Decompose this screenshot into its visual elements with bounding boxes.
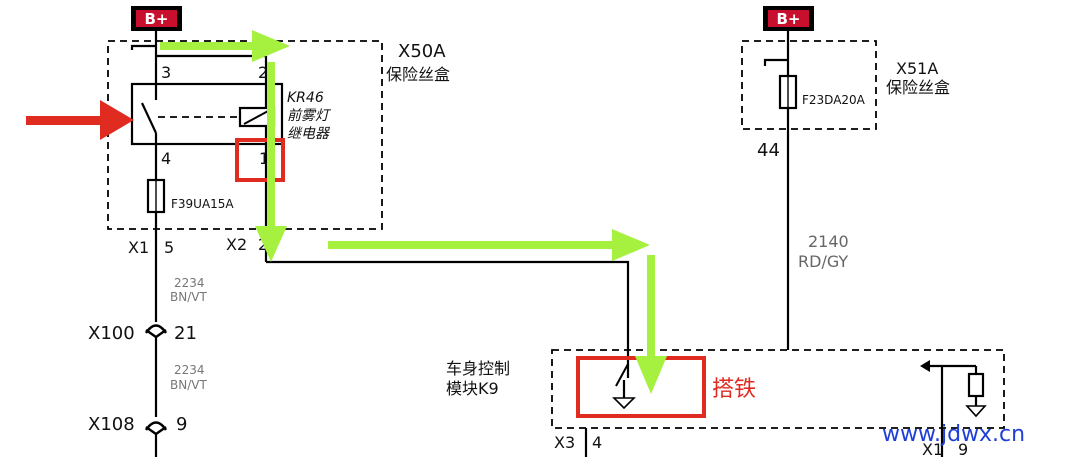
connector-x3-pin: 4 [592, 433, 602, 452]
pin-4-label: 4 [161, 149, 171, 168]
flow-arrow-top-head [252, 30, 290, 62]
connector-x108-symbol-bottom [145, 426, 167, 436]
bus-hook-right [763, 58, 788, 66]
wire-left-bottom-color: BN/VT [170, 378, 207, 392]
wire-right-color: RD/GY [798, 252, 848, 271]
fusebox-id-left: X50A [398, 41, 446, 62]
supply-b-plus-left: B+ [131, 6, 182, 31]
fusebox-name-right: 保险丝盒 [886, 78, 950, 97]
fusebox-outline-left [107, 40, 383, 230]
bus-hook-left [130, 44, 156, 50]
wire-right-code: 2140 [808, 232, 849, 251]
wire-left-top-code: 2234 [174, 276, 205, 290]
flow-arrow-top [160, 42, 258, 50]
watermark: www.jdwx.cn [882, 422, 1025, 447]
relay-coil-slash [243, 109, 271, 125]
connector-x1-right-label: X1 [922, 440, 943, 457]
module-resistor [967, 372, 985, 398]
flow-arrow-right-head [612, 229, 650, 261]
pin-1-highlight-box [235, 138, 285, 182]
connector-x108-label: X108 [88, 414, 135, 435]
pin-44-label: 44 [757, 140, 780, 161]
module-outline [551, 349, 1005, 429]
relay-name-line1: 前雾灯 [287, 108, 332, 124]
relay-name-line2: 继电器 [287, 126, 331, 142]
connector-x1-right-pin: 9 [958, 440, 968, 457]
flow-arrow-right [328, 241, 618, 249]
pin-2-label: 2 [258, 63, 268, 82]
input-arrow-red [26, 100, 134, 140]
relay-body [130, 82, 284, 146]
supply-b-plus-right: B+ [763, 6, 814, 31]
fusebox-id-right: X51A [896, 59, 938, 78]
module-ground-symbol [612, 397, 636, 410]
module-right-ground [965, 405, 987, 418]
connector-x3-label: X3 [554, 433, 575, 452]
fuse-left-label: F39UA15A [171, 197, 234, 211]
current-flow-arrows [160, 30, 667, 394]
module-name-line2: 模块K9 [446, 379, 499, 398]
fusebox-outline-right [741, 40, 877, 130]
wire-left-bottom-code: 2234 [174, 363, 205, 377]
supply-label-right: B+ [776, 10, 800, 28]
pin-1-label: 1 [259, 149, 269, 168]
connector-x2-label: X2 [226, 235, 247, 254]
connector-x100-pin: 21 [174, 323, 197, 344]
fusebox-name-left: 保险丝盒 [386, 65, 450, 84]
relay-switch-blade [141, 102, 157, 134]
fuse-right-label: F23DA20A [802, 93, 866, 107]
pin-3-label: 3 [161, 63, 171, 82]
connector-x100-symbol-bottom [145, 329, 167, 339]
flow-arrow-down [267, 62, 275, 230]
flow-arrow-module-head [635, 356, 667, 394]
module-switch-blade [615, 363, 629, 387]
supply-label-left: B+ [144, 10, 168, 28]
wire-to-module-ground [266, 260, 630, 378]
ground-annotation: 搭铁 [712, 377, 756, 402]
connector-x108-pin: 9 [176, 414, 187, 435]
module-name-line1: 车身控制 [446, 359, 510, 378]
flow-arrow-down-head [255, 226, 287, 262]
wire-left-top-color: BN/VT [170, 290, 207, 304]
connector-x2-pin: 2 [258, 235, 268, 254]
flow-arrow-module [647, 255, 655, 360]
connector-x1-pin: 5 [164, 238, 174, 257]
relay-id: KR46 [287, 90, 324, 106]
module-right-arrow [920, 360, 930, 372]
connector-x1-label: X1 [128, 238, 149, 257]
connector-x100-label: X100 [88, 323, 135, 344]
